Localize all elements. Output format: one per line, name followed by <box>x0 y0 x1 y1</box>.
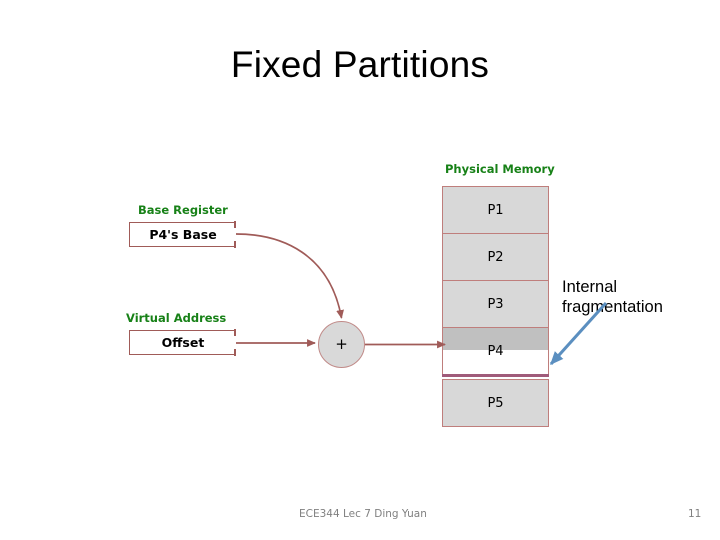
footer-credit: ECE344 Lec 7 Ding Yuan <box>299 508 427 520</box>
memory-block-p1: P1 <box>442 186 549 234</box>
p4-internal-fragmentation-region <box>443 350 548 374</box>
p4-bottom-divider <box>442 374 549 377</box>
base-register-caption: Base Register <box>138 203 228 217</box>
internal-fragmentation-line1: Internal <box>562 278 618 296</box>
offset-value: Offset <box>161 335 205 350</box>
memory-block-label: P2 <box>487 249 504 265</box>
footer-page-number: 11 <box>688 508 702 520</box>
virtual-address-offset-box: Offset <box>129 329 236 356</box>
physical-memory-column: P1 P2 P3 P4 P5 <box>442 186 549 427</box>
memory-block-label: P4 <box>487 343 504 359</box>
p4-used-region <box>443 328 548 350</box>
memory-block-label: P3 <box>487 296 504 312</box>
internal-fragmentation-line2: fragmentation <box>562 298 663 316</box>
memory-block-p4: P4 <box>442 327 549 375</box>
page-title: Fixed Partitions <box>230 44 490 85</box>
memory-block-label: P1 <box>487 202 504 218</box>
adder-circle: + <box>318 321 365 368</box>
memory-block-p3: P3 <box>442 280 549 328</box>
base-register-value: P4's Base <box>149 227 217 242</box>
internal-fragmentation-label: Internal fragmentation <box>562 277 712 317</box>
base-register-value-box: P4's Base <box>129 221 236 248</box>
base-register-to-adder-arrow <box>235 233 344 319</box>
physical-memory-caption: Physical Memory <box>445 162 555 176</box>
memory-block-p2: P2 <box>442 233 549 281</box>
memory-block-label: P5 <box>487 395 504 411</box>
memory-block-p5: P5 <box>442 379 549 427</box>
plus-icon: + <box>335 335 348 353</box>
virtual-address-caption: Virtual Address <box>126 311 227 325</box>
